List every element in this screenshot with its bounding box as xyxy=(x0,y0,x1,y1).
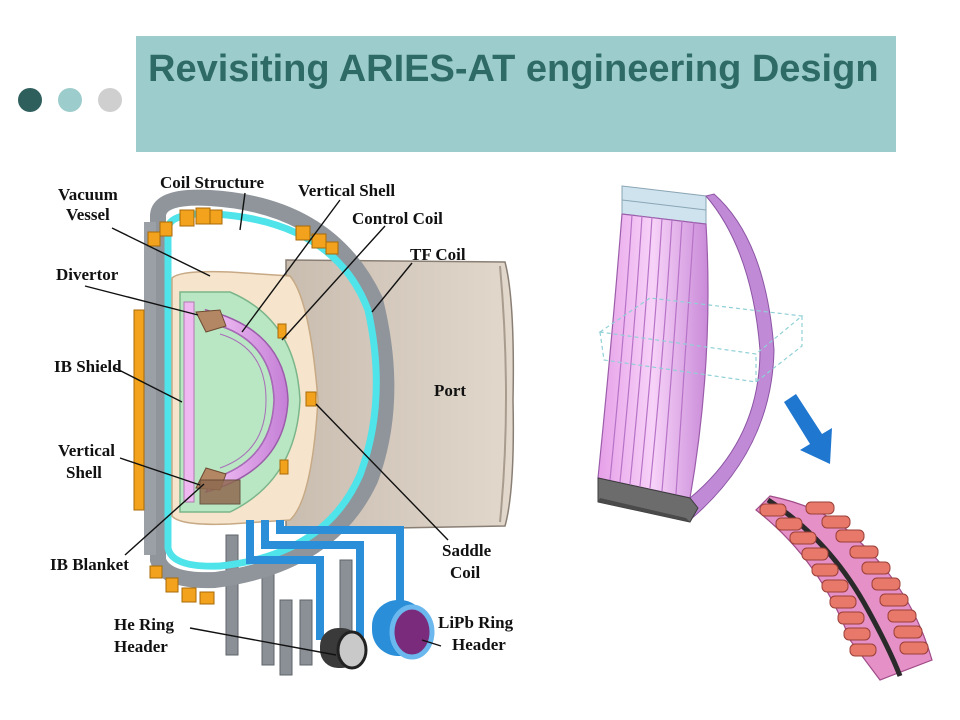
label-saddle-coil-1: Saddle xyxy=(442,541,492,560)
label-vacuum-vessel-1: Vacuum xyxy=(58,185,118,204)
label-ib-shield: IB Shield xyxy=(54,357,122,376)
module-detail xyxy=(755,495,933,681)
title-box: Revisiting ARIES-AT engineering Design xyxy=(136,36,896,152)
label-divertor: Divertor xyxy=(56,265,119,284)
lipb-ring-header xyxy=(372,600,435,660)
tf-coil xyxy=(164,210,380,570)
label-ib-blanket: IB Blanket xyxy=(50,555,129,574)
label-he-ring-header-1: He Ring xyxy=(114,615,174,634)
blanket-module xyxy=(597,185,804,523)
slide-title: Revisiting ARIES-AT engineering Design xyxy=(148,48,879,90)
coolant-pipes xyxy=(246,520,404,640)
label-saddle-coil-2: Coil xyxy=(450,563,481,582)
label-he-ring-header-2: Header xyxy=(114,637,168,656)
port xyxy=(285,259,515,531)
label-vacuum-vessel-2: Vessel xyxy=(66,205,110,224)
decor-dot-dark xyxy=(18,88,42,112)
decor-dot-teal xyxy=(58,88,82,112)
ib-shield-strip xyxy=(183,301,195,503)
label-port: Port xyxy=(434,381,466,400)
label-lipb-ring-header-2: Header xyxy=(452,635,506,654)
label-vertical-shell-left-1: Vertical xyxy=(58,441,115,460)
he-ring-header xyxy=(320,628,368,670)
label-lipb-ring-header-1: LiPb Ring xyxy=(438,613,514,632)
leader-lines xyxy=(84,192,449,656)
coil-structure xyxy=(144,189,395,589)
arrow-icon xyxy=(784,394,832,464)
label-coil-structure: Coil Structure xyxy=(160,173,264,192)
support-legs xyxy=(225,534,353,676)
label-control-coil: Control Coil xyxy=(352,209,443,228)
decor-dot-grey xyxy=(98,88,122,112)
label-vertical-shell-top: Vertical Shell xyxy=(298,181,395,200)
label-tf-coil: TF Coil xyxy=(410,245,466,264)
label-vertical-shell-left-2: Shell xyxy=(66,463,102,482)
orange-coils xyxy=(133,207,339,605)
